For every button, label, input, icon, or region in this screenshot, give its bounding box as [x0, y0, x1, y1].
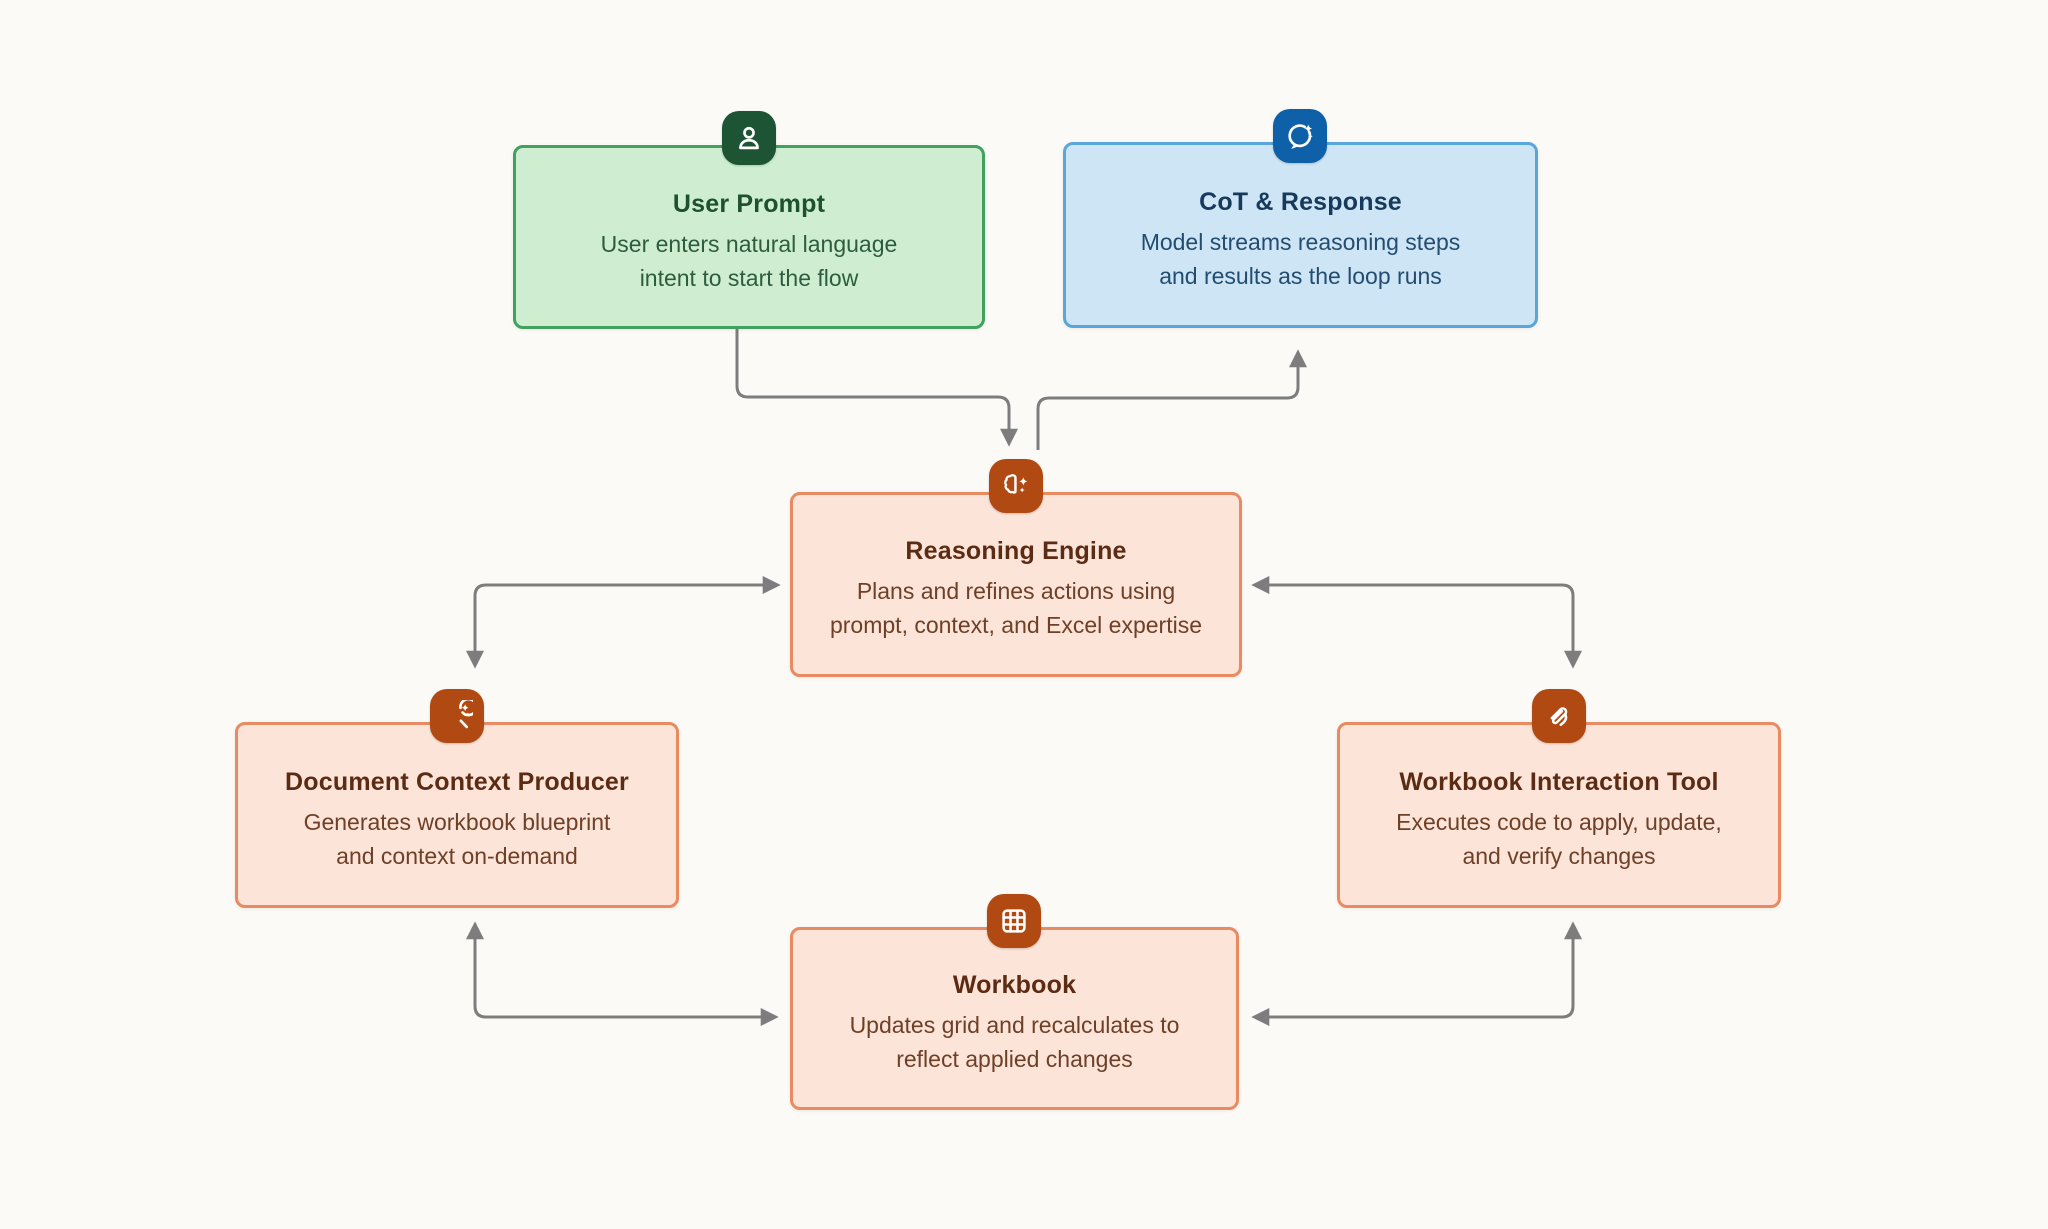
- node-description-line: and verify changes: [1462, 842, 1656, 869]
- node-description-line: Generates workbook blueprint: [303, 808, 611, 835]
- node-description-line: Updates grid and recalculates to: [849, 1012, 1180, 1038]
- node-title: CoT & Response: [1199, 187, 1402, 216]
- node-title: Reasoning Engine: [905, 537, 1127, 565]
- node-description-line: and results as the loop runs: [1159, 262, 1442, 289]
- node-title: User Prompt: [672, 189, 826, 218]
- node-workbook-interaction-tool: Workbook Interaction Tool Executes code …: [1337, 722, 1781, 908]
- edge-reasoning-engine-to-cot-response: [1036, 349, 1307, 450]
- node-description-line: Plans and refines actions using: [856, 578, 1176, 604]
- brain-sparkle-icon: [989, 459, 1043, 513]
- scribble-icon: [1532, 689, 1586, 743]
- node-title: Document Context Producer: [285, 767, 629, 796]
- edge-reasoning-engine-workbook-interaction-tool: [1251, 576, 1582, 669]
- chat-sparkle-icon: [1273, 109, 1327, 163]
- node-description-line: intent to start the flow: [639, 264, 859, 291]
- node-description-line: Executes code to apply, update,: [1396, 808, 1722, 835]
- node-title: Workbook Interaction Tool: [1399, 767, 1719, 796]
- search-sparkle-icon: [430, 689, 484, 743]
- node-description-line: prompt, context, and Excel expertise: [829, 612, 1203, 638]
- node-cot-response: CoT & Response Model streams reasoning s…: [1063, 142, 1538, 328]
- node-description-line: and context on-demand: [336, 842, 578, 869]
- node-description-line: User enters natural language: [600, 230, 898, 257]
- edge-reasoning-engine-document-context-producer: [466, 576, 781, 669]
- edge-workbook-workbook-interaction-tool: [1251, 921, 1582, 1026]
- person-icon: [722, 111, 776, 165]
- node-document-context-producer: Document Context Producer Generates work…: [235, 722, 679, 908]
- grid-icon: [987, 894, 1041, 948]
- edge-document-context-producer-workbook: [466, 921, 779, 1026]
- node-workbook: Workbook Updates grid and recalculates t…: [790, 927, 1239, 1110]
- edge-user-prompt-to-reasoning-engine: [735, 329, 1018, 447]
- node-user-prompt: User Prompt User enters natural language…: [513, 145, 985, 329]
- node-reasoning-engine: Reasoning Engine Plans and refines actio…: [790, 492, 1242, 677]
- node-title: Workbook: [952, 971, 1077, 999]
- node-description-line: Model streams reasoning steps: [1140, 228, 1461, 255]
- node-description-line: reflect applied changes: [896, 1046, 1133, 1072]
